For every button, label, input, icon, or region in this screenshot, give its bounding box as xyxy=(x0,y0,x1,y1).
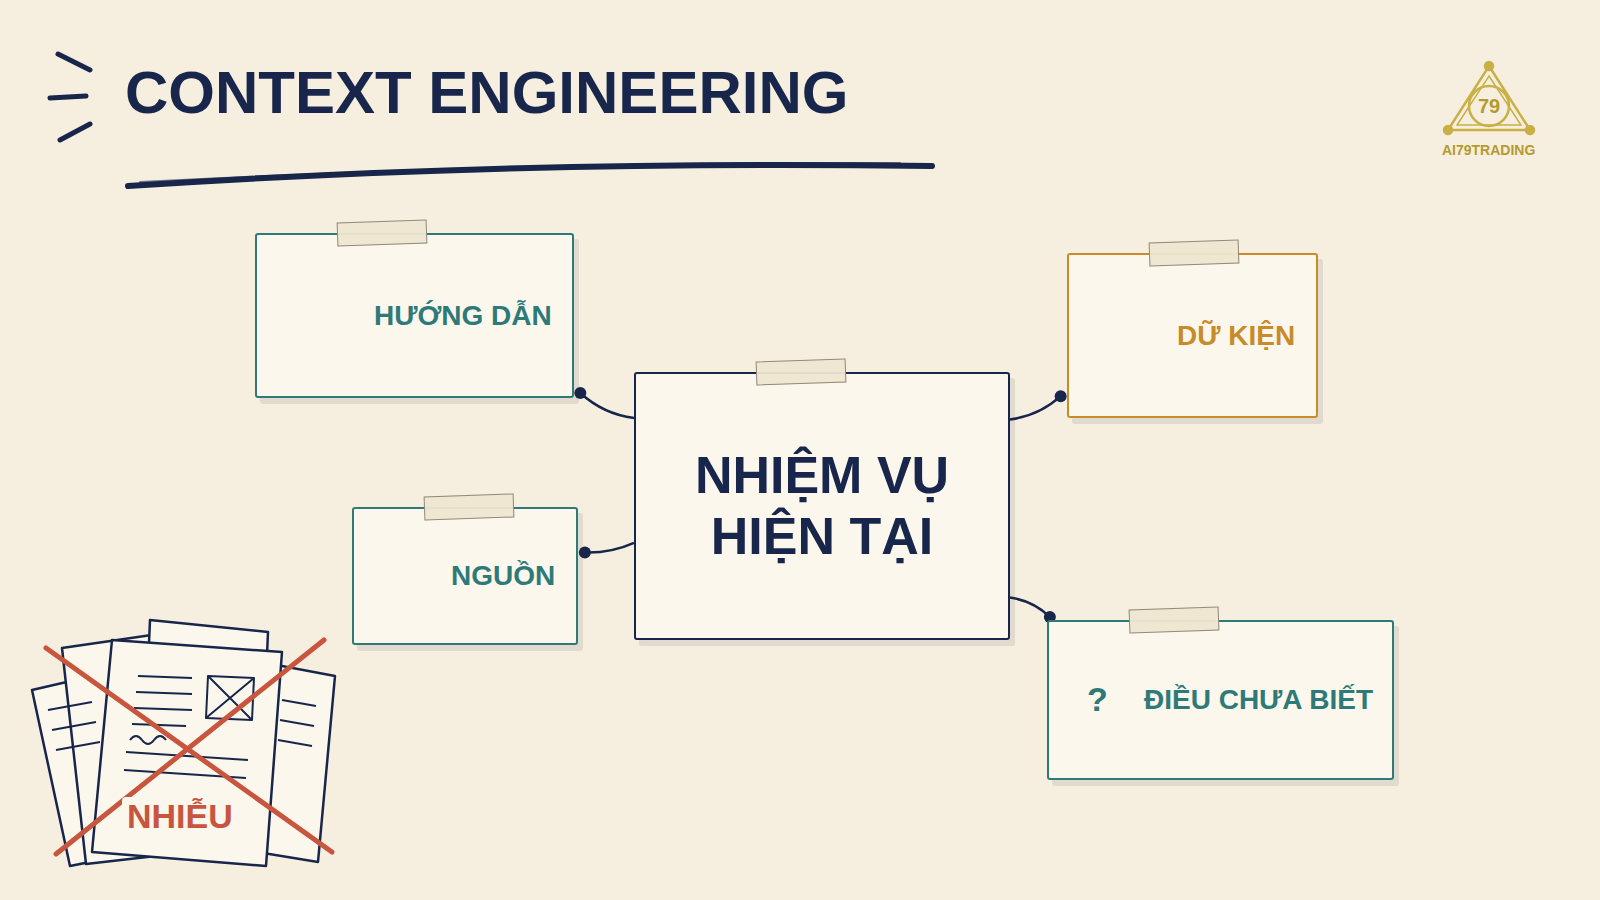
tape-strip xyxy=(337,219,428,246)
note-text: NGUỒN xyxy=(451,560,555,592)
connector-dot xyxy=(574,387,586,399)
connector-line xyxy=(1010,396,1061,419)
connector-dot xyxy=(579,546,591,558)
connector-line xyxy=(580,393,634,418)
note-text: HƯỚNG DẪN xyxy=(374,300,552,332)
context-note: NGUỒN xyxy=(352,507,578,645)
red-cross xyxy=(46,640,332,854)
paper-pile xyxy=(32,620,335,866)
connector xyxy=(574,387,634,418)
title: CONTEXT ENGINEERING xyxy=(125,58,848,127)
connector xyxy=(579,543,634,559)
title-underline xyxy=(128,165,932,186)
central-task-note: NHIỆM VỤ HIỆN TẠI xyxy=(634,372,1010,640)
context-note: DỮ KIỆN xyxy=(1067,253,1318,418)
connector-line xyxy=(585,543,634,553)
noise-label: NHIỄU xyxy=(122,797,238,836)
logo-emblem xyxy=(1444,62,1534,134)
connector-line xyxy=(1010,598,1050,617)
question-mark: ? xyxy=(1087,680,1108,719)
logo-number: 79 xyxy=(1478,95,1500,118)
connector-dot xyxy=(1055,390,1067,402)
note-text: ĐIỀU CHƯA BIẾT xyxy=(1144,684,1373,716)
title-dashes xyxy=(50,54,90,140)
note-text: NHIỆM VỤ HIỆN TẠI xyxy=(660,445,984,568)
tape-strip xyxy=(756,358,847,385)
tape-strip xyxy=(424,493,515,520)
connector xyxy=(1010,390,1067,419)
logo-wordmark: AI79TRADING xyxy=(1442,142,1535,158)
tape-strip xyxy=(1129,606,1220,633)
context-note: HƯỚNG DẪN xyxy=(255,233,574,398)
tape-strip xyxy=(1149,239,1240,266)
note-text: DỮ KIỆN xyxy=(1177,320,1295,352)
